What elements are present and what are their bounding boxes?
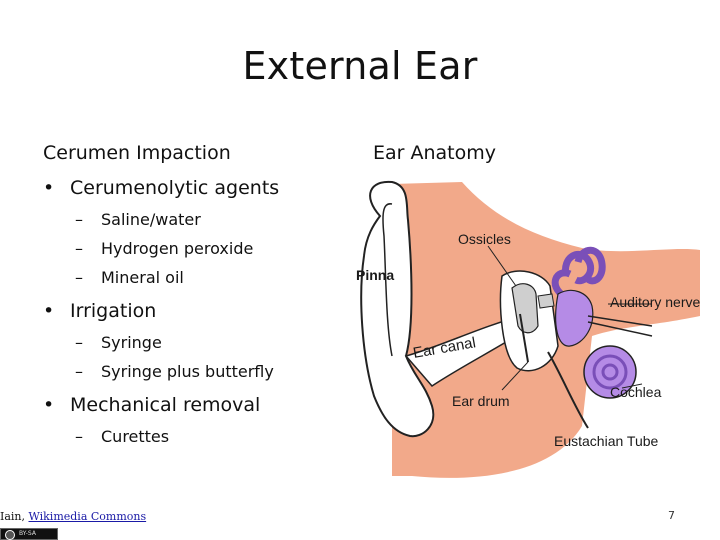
image-credit: Iain, Wikimedia Commons xyxy=(0,510,146,523)
bullet-item: • Cerumenolytic agents xyxy=(43,176,343,200)
left-column-heading: Cerumen Impaction xyxy=(43,142,231,164)
dash-icon: – xyxy=(75,239,83,258)
sub-bullet-item: –Curettes xyxy=(43,426,343,447)
eustachian-tube-shape xyxy=(547,351,589,429)
bullet-item: • Mechanical removal xyxy=(43,393,343,417)
sub-bullet-item: –Syringe xyxy=(43,332,343,353)
label-pinna: Pinna xyxy=(356,267,394,283)
slide-title: External Ear xyxy=(242,44,478,88)
sub-bullet-label: Saline/water xyxy=(101,210,201,229)
dash-icon: – xyxy=(75,268,83,287)
bullet-dot-icon: • xyxy=(43,300,55,322)
sub-bullet-item: –Mineral oil xyxy=(43,267,343,288)
dash-icon: – xyxy=(75,210,83,229)
cochlea-leader-line xyxy=(621,383,643,389)
bullet-label: Mechanical removal xyxy=(70,394,261,416)
sub-bullet-label: Hydrogen peroxide xyxy=(101,239,254,258)
label-ear-drum: Ear drum xyxy=(452,393,510,409)
pinna-inner-fold xyxy=(382,203,393,357)
sub-bullet-label: Syringe xyxy=(101,333,162,352)
auditory-nerve-shape xyxy=(587,315,653,337)
vestibule-shape xyxy=(555,289,594,347)
cochlea-shape xyxy=(583,345,637,399)
pinna-shape xyxy=(360,180,435,438)
stapes-shape xyxy=(537,293,555,309)
bullet-dot-icon: • xyxy=(43,177,55,199)
ossicles-leader-line xyxy=(487,245,517,287)
cochlea-spiral-inner xyxy=(592,354,628,390)
creative-commons-icon xyxy=(5,530,15,540)
bullet-label: Cerumenolytic agents xyxy=(70,177,280,199)
cc-license-text: BY-SA xyxy=(19,530,36,537)
cc-license-badge[interactable]: BY-SA xyxy=(0,528,58,540)
bullet-label: Irrigation xyxy=(70,300,157,322)
ear-drum-membrane xyxy=(519,313,529,363)
bullet-item: • Irrigation xyxy=(43,299,343,323)
dash-icon: – xyxy=(75,362,83,381)
dash-icon: – xyxy=(75,333,83,352)
right-column-heading: Ear Anatomy xyxy=(373,142,497,164)
sub-bullet-item: –Saline/water xyxy=(43,209,343,230)
credit-prefix: Iain, xyxy=(0,510,29,523)
label-cochlea: Cochlea xyxy=(610,384,662,400)
bullet-dot-icon: • xyxy=(43,394,55,416)
label-eustachian-tube: Eustachian Tube xyxy=(554,433,659,449)
label-ossicles: Ossicles xyxy=(458,231,511,247)
sub-bullet-item: –Hydrogen peroxide xyxy=(43,238,343,259)
eardrum-leader-line xyxy=(501,361,529,391)
bullet-list: •Cerumenolytic agents –Saline/water –Hyd… xyxy=(43,176,343,447)
sub-bullet-label: Syringe plus butterfly xyxy=(101,362,274,381)
sub-bullet-label: Curettes xyxy=(101,427,170,446)
ear-anatomy-diagram: Pinna Ossicles Auditory nerve Ear canal … xyxy=(352,176,712,486)
ossicles-shape xyxy=(511,283,539,334)
sub-bullet-label: Mineral oil xyxy=(101,268,184,287)
sub-bullet-item: –Syringe plus butterfly xyxy=(43,361,343,382)
dash-icon: – xyxy=(75,427,83,446)
wikimedia-commons-link[interactable]: Wikimedia Commons xyxy=(28,510,147,523)
cochlea-spiral-core xyxy=(601,363,619,381)
label-auditory-nerve: Auditory nerve xyxy=(610,294,700,310)
ear-anatomy-illustration: Pinna Ossicles Auditory nerve Ear canal … xyxy=(356,180,700,478)
page-number: 7 xyxy=(668,509,675,522)
